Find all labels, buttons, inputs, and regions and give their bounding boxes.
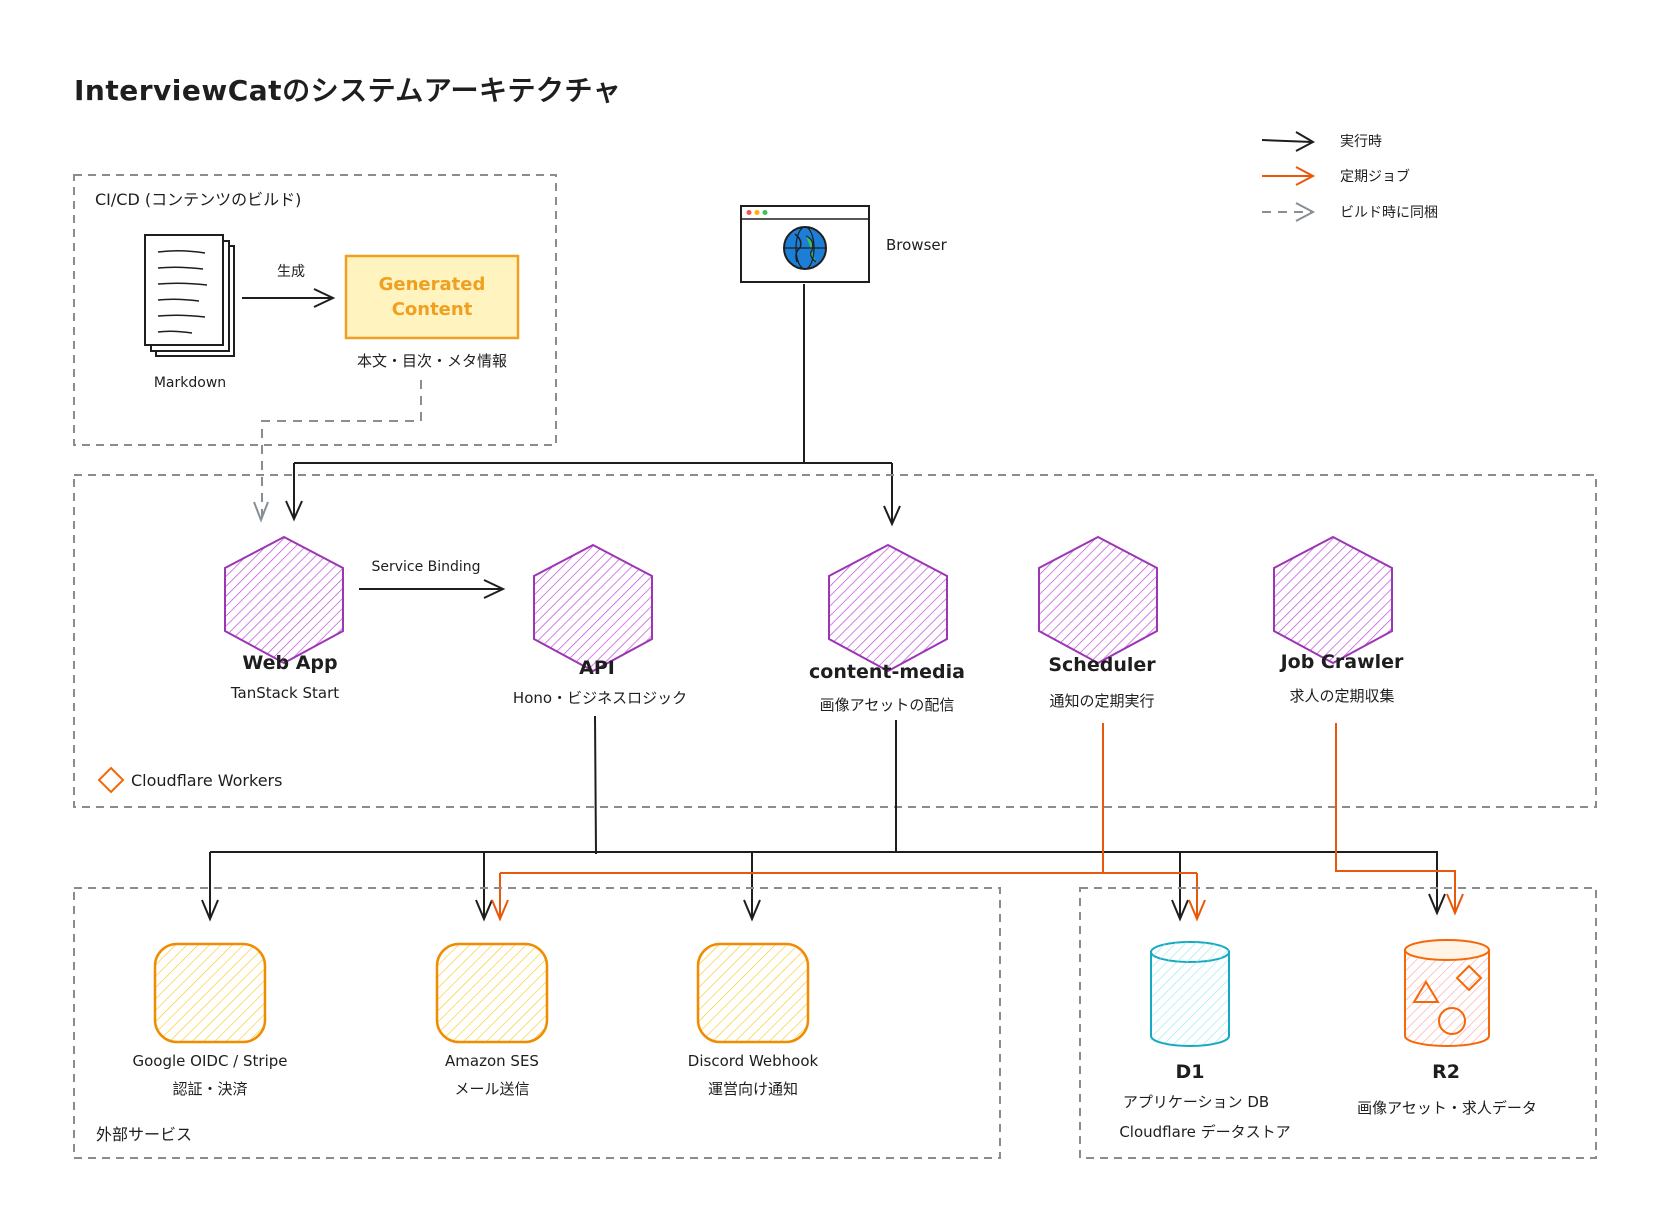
triangle-icon (1412, 980, 1440, 1003)
workers-group-border (73, 474, 1597, 808)
external-sub: 認証・決済 (172, 1080, 247, 1098)
browser-node: Browser (740, 205, 948, 283)
storage-d1: D1 アプリケーション DB Cloudflare データストア (1119, 941, 1291, 1141)
legend-label-bundled: ビルド時に同梱 (1340, 205, 1438, 221)
cicd-group-border (73, 174, 557, 446)
generated-content-sub: 本文・目次・メタ情報 (357, 352, 507, 370)
worker-sub: TanStack Start (230, 684, 339, 702)
service-binding-label: Service Binding (371, 559, 480, 575)
worker-job-crawler: Job Crawler 求人の定期収集 (1273, 535, 1404, 705)
markdown-documents-icon (144, 234, 235, 357)
worker-sub: 画像アセットの配信 (820, 696, 955, 714)
database-cylinder-icon (1150, 941, 1230, 1047)
worker-api: API Hono・ビジネスロジック (513, 543, 687, 707)
worker-web-app: Web App TanStack Start (224, 535, 344, 702)
external-group-border (73, 887, 1001, 1159)
bucket-cylinder-icon (1404, 939, 1490, 1047)
runtime-fanout-edges (209, 715, 1438, 918)
generate-edge-label: 生成 (277, 264, 305, 280)
worker-sub: 通知の定期実行 (1049, 692, 1154, 710)
legend-label-runtime: 実行時 (1340, 134, 1382, 150)
external-name: Discord Webhook (688, 1052, 819, 1070)
cloudflare-icon (97, 766, 125, 794)
cicd-group: CI/CD (コンテンツのビルド) Markdown 生成 Generated … (73, 174, 557, 446)
storage-r2: R2 画像アセット・求人データ (1357, 939, 1537, 1117)
legend-item-bundled: ビルド時に同梱 (1262, 202, 1438, 222)
external-sub: メール送信 (454, 1080, 529, 1098)
workers-group: Cloudflare Workers (73, 474, 1597, 808)
storage-name: D1 (1176, 1061, 1205, 1083)
external-group: 外部サービス (73, 887, 1001, 1159)
globe-icon (783, 226, 827, 270)
worker-name: API (579, 657, 615, 679)
external-name: Google OIDC / Stripe (133, 1052, 288, 1070)
storage-sub1: アプリケーション DB (1123, 1093, 1269, 1111)
worker-name: Job Crawler (1279, 651, 1404, 673)
browser-label: Browser (886, 236, 948, 254)
legend-item-scheduled: 定期ジョブ (1262, 166, 1410, 186)
diamond-icon (1455, 964, 1483, 992)
legend: 実行時 定期ジョブ ビルド時に同梱 (1261, 131, 1438, 222)
storage-name: R2 (1432, 1061, 1460, 1083)
external-group-label: 外部サービス (96, 1125, 192, 1144)
worker-name: Web App (242, 652, 337, 674)
worker-scheduler: Scheduler 通知の定期実行 (1038, 535, 1158, 710)
worker-sub: Hono・ビジネスロジック (513, 689, 687, 707)
worker-content-media: content-media 画像アセットの配信 (809, 543, 965, 714)
legend-label-scheduled: 定期ジョブ (1340, 168, 1410, 185)
circle-icon (1438, 1007, 1466, 1035)
workers-group-label: Cloudflare Workers (131, 771, 282, 790)
legend-item-runtime: 実行時 (1261, 131, 1382, 152)
external-discord-webhook: Discord Webhook 運営向け通知 (688, 942, 819, 1098)
generated-content-line1: Generated (379, 274, 486, 295)
external-sub: 運営向け通知 (708, 1080, 798, 1098)
external-name: Amazon SES (445, 1052, 539, 1070)
storage-sub1: 画像アセット・求人データ (1357, 1099, 1537, 1117)
markdown-label: Markdown (154, 375, 226, 391)
bundled-edge (261, 380, 422, 518)
storage-sub2: Cloudflare データストア (1119, 1123, 1290, 1141)
generated-content-line2: Content (392, 299, 473, 320)
diagram-title: InterviewCatのシステムアーキテクチャ (74, 74, 621, 107)
worker-sub: 求人の定期収集 (1289, 687, 1394, 705)
scheduled-edges (499, 723, 1456, 918)
cicd-group-label: CI/CD (コンテンツのビルド) (95, 190, 301, 209)
browser-edges (293, 284, 893, 523)
external-amazon-ses: Amazon SES メール送信 (435, 942, 549, 1098)
worker-name: content-media (809, 661, 965, 683)
generated-content-box (344, 254, 520, 340)
storage-group-border (1079, 887, 1597, 1159)
worker-name: Scheduler (1048, 654, 1156, 676)
external-google-stripe: Google OIDC / Stripe 認証・決済 (133, 942, 288, 1098)
